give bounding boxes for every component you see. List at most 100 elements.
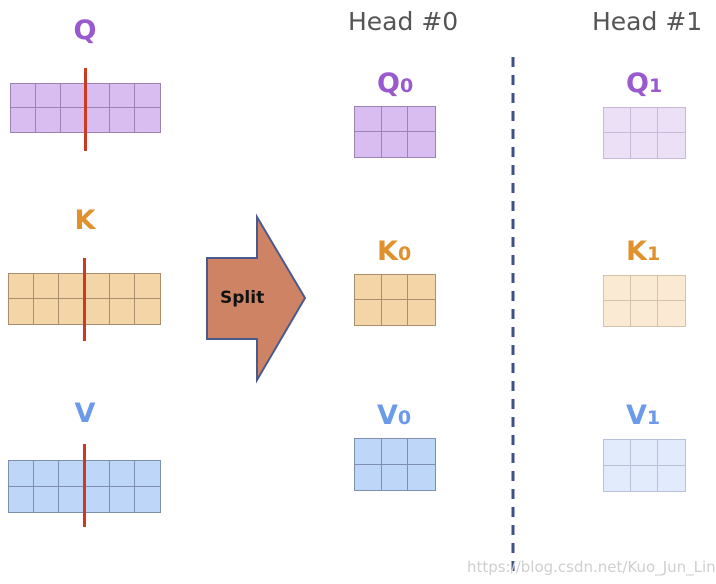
matrix-cell [604,440,631,466]
head-0-q-label: Q0 [377,70,417,97]
matrix-cell [631,276,658,301]
matrix-cell [381,439,409,465]
matrix-cell [135,108,160,132]
head-1-q-subscript: 1 [648,75,663,97]
matrix-cell [408,107,435,132]
matrix-cell [604,108,631,133]
matrix-cell [11,84,36,108]
matrix-cell [355,107,382,132]
head-0-q-subscript: 0 [399,75,414,97]
matrix-cell [604,276,631,301]
head-0-title: Head #0 [348,7,459,36]
matrix-cell [9,299,35,324]
matrix-cell [355,300,382,325]
matrix-cell [110,486,135,512]
head-1-v-letter: V [626,400,647,431]
head-1-k-label: K1 [626,238,666,265]
matrix-cell [60,84,86,108]
split-arrow-label: Split [220,288,265,308]
matrix-cell [631,440,658,466]
k-matrix-label: K [74,205,96,236]
matrix-cell [135,487,160,513]
matrix-cell [408,300,435,325]
matrix-cell [135,299,160,324]
matrix-cell [110,84,136,108]
matrix-cell [84,461,110,487]
head-0-k-letter: K [377,236,398,267]
q-split-cut-line [84,68,87,151]
matrix-cell [11,108,36,132]
matrix-cell [355,132,382,157]
matrix-cell [110,299,135,324]
matrix-cell [84,274,110,299]
head-1-k-letter: K [626,236,647,267]
matrix-cell [658,301,685,326]
matrix-cell [658,440,685,466]
matrix-cell [35,84,61,108]
matrix-cell [658,133,685,158]
matrix-cell [9,461,35,487]
matrix-cell [408,275,435,300]
matrix-cell [408,465,435,491]
head-1-v-label: V1 [626,402,666,429]
matrix-cell [59,461,85,487]
matrix-cell [134,274,160,299]
matrix-cell [408,132,435,157]
head-0-k-label: K0 [377,238,417,265]
head-0-q-letter: Q [377,68,400,99]
head-1-v-subscript: 1 [646,407,661,429]
matrix-cell [408,439,435,465]
head-0-v-letter: V [377,400,398,431]
k-split-cut-line [83,258,86,341]
matrix-cell [34,299,60,324]
head-1-title: Head #1 [592,7,703,36]
matrix-cell [110,108,136,132]
head-1-k-subscript: 1 [646,243,661,265]
matrix-cell [84,486,110,512]
head-0-v-matrix [354,438,436,491]
matrix-cell [34,486,60,512]
head-0-k-matrix [354,274,436,326]
matrix-cell [604,301,631,326]
head-1-k-matrix [603,275,686,327]
matrix-cell [604,465,631,491]
q-matrix-label: Q [73,15,97,46]
matrix-cell [59,274,85,299]
matrix-cell [61,108,86,132]
matrix-cell [631,133,658,158]
head-1-q-letter: Q [626,68,649,99]
watermark: https://blog.csdn.net/Kuo_Jun_Lin [467,558,716,576]
head-0-q-matrix [354,106,436,158]
matrix-cell [381,275,409,300]
matrix-cell [84,299,110,324]
matrix-cell [135,84,160,108]
matrix-cell [381,107,409,132]
matrix-cell [631,465,658,491]
v-split-cut-line [83,444,86,527]
matrix-cell [34,274,60,299]
matrix-cell [658,276,685,301]
matrix-cell [109,461,135,487]
matrix-cell [9,274,35,299]
head-1-q-matrix [603,107,686,159]
matrix-cell [382,464,409,490]
head-1-v-matrix [603,439,686,492]
matrix-cell [36,108,61,132]
matrix-cell [85,84,111,108]
matrix-cell [355,439,382,465]
matrix-cell [86,108,111,132]
matrix-cell [631,301,658,326]
matrix-cell [59,486,85,512]
matrix-cell [109,274,135,299]
matrix-cell [355,464,382,490]
matrix-cell [604,133,631,158]
head-0-v-subscript: 0 [397,407,412,429]
matrix-cell [382,132,409,157]
matrix-cell [355,275,382,300]
head-0-k-subscript: 0 [397,243,412,265]
matrix-cell [9,486,35,512]
head-1-q-label: Q1 [626,70,666,97]
matrix-cell [631,108,658,133]
matrix-cell [134,461,160,487]
matrix-cell [658,108,685,133]
